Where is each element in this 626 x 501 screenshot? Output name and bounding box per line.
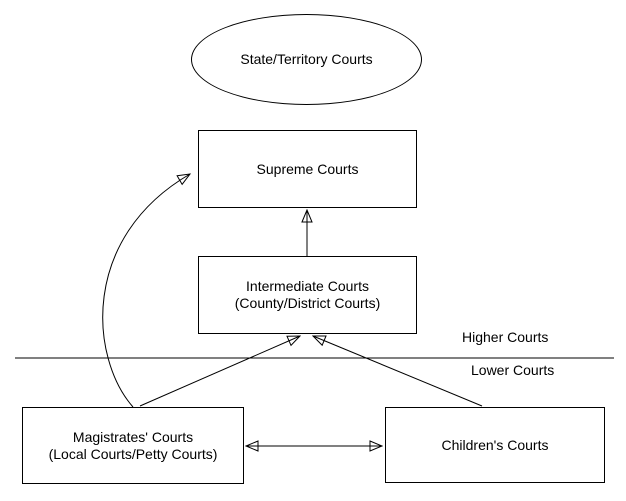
node-childrens-courts: Children's Courts [385,407,605,483]
node-magistrates-courts-label-line1: Magistrates' Courts [72,428,194,445]
arrow-magistrates-to-supreme-curved [102,174,190,408]
node-supreme-courts-label: Supreme Courts [256,160,359,177]
node-magistrates-courts: Magistrates' Courts (Local Courts/Petty … [22,407,244,484]
arrow-magistrates-to-intermediate [139,336,300,407]
node-childrens-courts-label: Children's Courts [441,436,549,453]
node-magistrates-courts-label-line2: (Local Courts/Petty Courts) [48,445,218,462]
lower-courts-label: Lower Courts [471,362,555,378]
node-supreme-courts: Supreme Courts [198,130,417,208]
node-intermediate-courts-label-line1: Intermediate Courts [246,278,369,294]
node-state-territory-courts-label: State/Territory Courts [240,51,373,67]
arrow-childrens-to-intermediate [313,336,483,407]
higher-courts-label: Higher Courts [462,329,549,345]
node-state-territory-courts: State/Territory Courts [191,14,422,105]
node-intermediate-courts: Intermediate Courts (County/District Cou… [198,256,417,334]
node-intermediate-courts-label-line2: (County/District Courts) [234,295,381,311]
